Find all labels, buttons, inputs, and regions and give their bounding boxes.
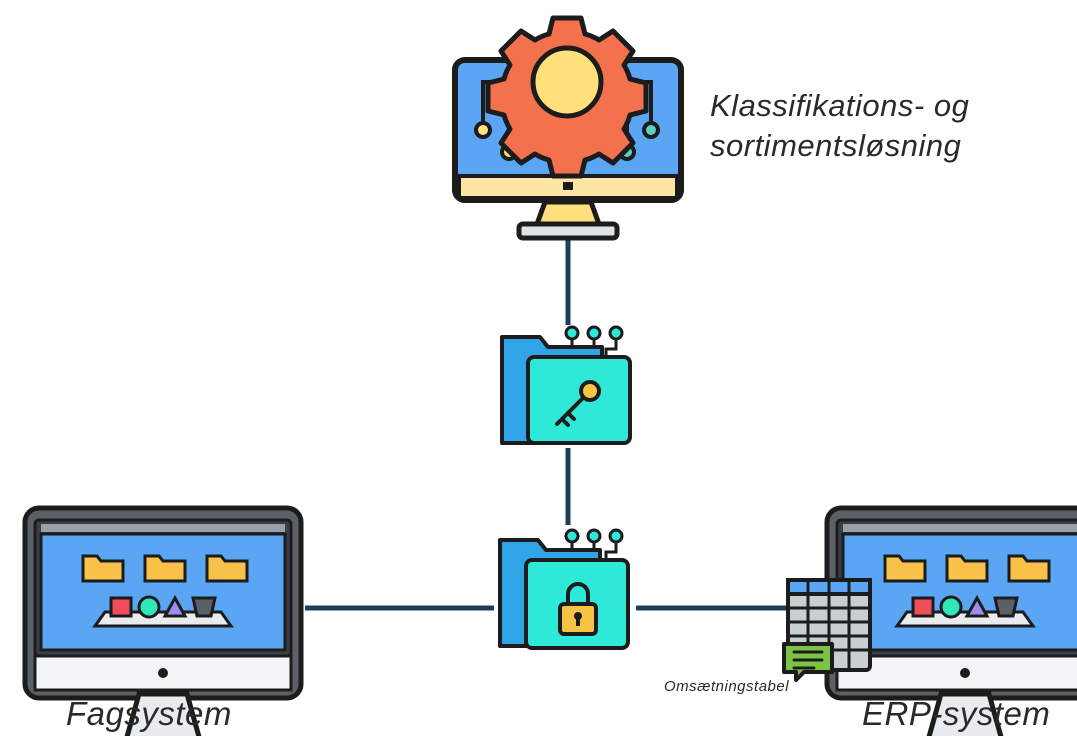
gear-monitor-icon [452, 15, 684, 241]
key-folder-icon [500, 325, 632, 445]
erp-system-label: ERP-system [862, 695, 1051, 732]
fagsystem-label: Fagsystem [66, 695, 232, 732]
turnover-table-label: Omsætningstabel [664, 678, 790, 695]
classification-solution-label: Klassifikations- og sortimentsløsning [710, 86, 969, 166]
lock-folder-icon [498, 528, 630, 650]
classification-label-line2: sortimentsløsning [710, 128, 962, 163]
classification-label-line1: Klassifikations- og [710, 88, 970, 123]
spreadsheet-table-icon [782, 578, 872, 682]
